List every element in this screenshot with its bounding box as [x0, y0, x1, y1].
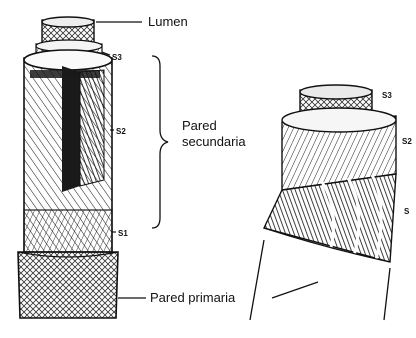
left-s1-layer [24, 210, 112, 252]
secondary-wall-brace [152, 56, 168, 228]
left-s3-label: S3 [112, 53, 122, 62]
lumen-label: Lumen [148, 14, 188, 29]
left-s1-label: S1 [118, 229, 128, 238]
left-fiber [18, 17, 118, 318]
right-s2-label: S2 [402, 137, 412, 146]
right-fiber [250, 85, 396, 320]
right-s3-label: S3 [382, 91, 392, 100]
leader-line-right [272, 282, 318, 298]
right-s1-label: S [404, 207, 410, 216]
pared-secundaria-label-line2: secundaria [182, 134, 246, 149]
left-primary-wall [18, 252, 118, 318]
left-s2-label: S2 [116, 127, 126, 136]
pared-primaria-label: Pared primaria [150, 290, 236, 305]
pared-secundaria-label-line1: Pared [182, 118, 217, 133]
